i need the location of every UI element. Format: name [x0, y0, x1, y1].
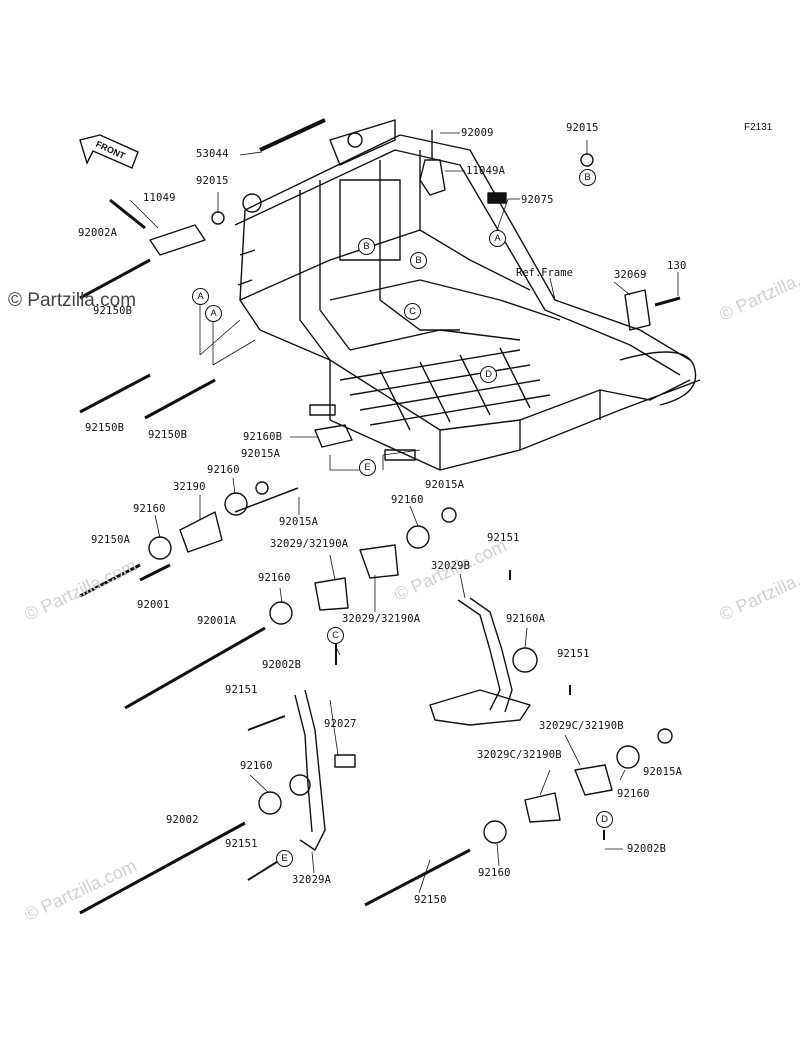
part-label: 92151	[225, 684, 258, 696]
ref-marker-d: D	[480, 366, 497, 383]
leader-lines	[129, 132, 679, 894]
part-label: 32190	[173, 481, 206, 493]
part-label: 92160A	[506, 613, 546, 625]
part-label: 92160	[391, 494, 424, 506]
part-label: 92151	[225, 838, 258, 850]
ref-marker-b: B	[579, 169, 596, 186]
part-label: 92015A	[643, 766, 683, 778]
part-label: 92001	[137, 599, 170, 611]
ref-marker-c: C	[404, 303, 421, 320]
part-label: 92160	[478, 867, 511, 879]
part-label: 32029/32190A	[342, 613, 421, 625]
part-label: 32029C/32190B	[477, 749, 562, 761]
ref-marker-a: A	[205, 305, 222, 322]
part-label: 92027	[324, 718, 357, 730]
part-label: 130	[667, 260, 687, 272]
part-label: 92151	[557, 648, 590, 660]
part-label: 92150	[414, 894, 447, 906]
ref-marker-c: C	[327, 627, 344, 644]
part-label: 32029C/32190B	[539, 720, 624, 732]
frame-drawing	[79, 118, 701, 915]
ref-marker-d: D	[596, 811, 613, 828]
part-label: 92015	[196, 175, 229, 187]
ref-marker-b: B	[410, 252, 427, 269]
part-label: 92015A	[241, 448, 281, 460]
part-label: 32029B	[431, 560, 471, 572]
part-label: 92002B	[262, 659, 302, 671]
ref-frame-label: Ref.Frame	[516, 267, 573, 279]
part-label: 92150A	[91, 534, 131, 546]
part-label: 32029/32190A	[270, 538, 349, 550]
part-label: 92160B	[243, 431, 283, 443]
ref-marker-a: A	[489, 230, 506, 247]
part-label: 92075	[521, 194, 554, 206]
part-label: 92150B	[148, 429, 188, 441]
part-label: 92151	[487, 532, 520, 544]
part-label: 92160	[207, 464, 240, 476]
part-label: 92160	[240, 760, 273, 772]
part-label: 53044	[196, 148, 229, 160]
ref-marker-b: B	[358, 238, 375, 255]
part-label: 92002A	[78, 227, 118, 239]
ref-marker-e: E	[276, 850, 293, 867]
part-label: 92001A	[197, 615, 237, 627]
ref-marker-e: E	[359, 459, 376, 476]
watermark-main: © Partzilla.com	[8, 290, 137, 311]
front-arrow	[79, 134, 139, 169]
part-label: 32029A	[292, 874, 332, 886]
part-label: 92015A	[425, 479, 465, 491]
part-label: 92160	[617, 788, 650, 800]
part-label: 92002B	[627, 843, 667, 855]
part-label: 92015A	[279, 516, 319, 528]
part-label: 92009	[461, 127, 494, 139]
part-label: 92150B	[85, 422, 125, 434]
part-label: 11049A	[466, 165, 506, 177]
part-label: 92160	[133, 503, 166, 515]
part-label: 11049	[143, 192, 176, 204]
part-label: 32069	[614, 269, 647, 281]
figure-code: F2131	[744, 122, 773, 133]
part-label: 92160	[258, 572, 291, 584]
part-label: 92015	[566, 122, 599, 134]
ref-marker-a: A	[192, 288, 209, 305]
part-label: 92002	[166, 814, 199, 826]
part-label: 92150B	[93, 305, 133, 317]
